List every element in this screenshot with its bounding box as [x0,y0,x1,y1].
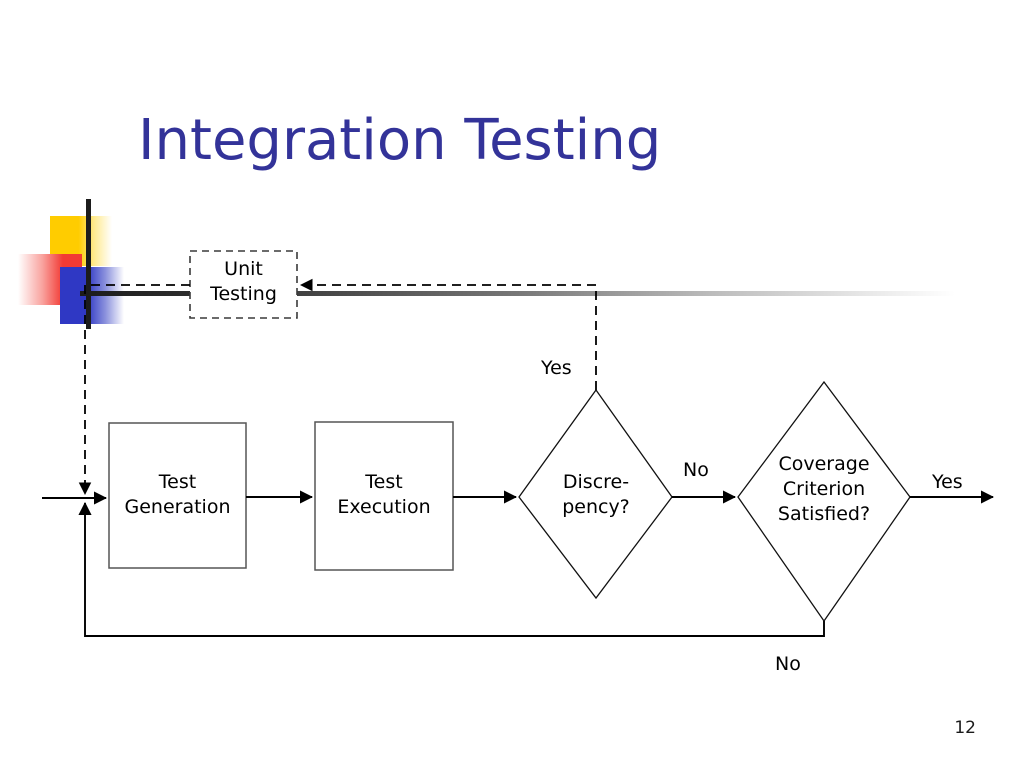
node-coverage-decision[interactable] [737,380,911,623]
edge-label-coverage-no: No [775,653,801,675]
node-test-execution[interactable] [314,421,454,571]
node-discrepency-decision[interactable] [518,388,673,600]
node-test-generation[interactable] [108,422,247,569]
edge-label-coverage-yes: Yes [932,471,963,493]
page-title: Integration Testing [138,108,662,173]
edge-discrepency-yes-to-unit-testing [299,278,597,390]
edge-label-discrepency-no: No [683,459,709,481]
edge-unit-testing-to-generation [78,284,190,496]
node-unit-testing[interactable] [189,250,298,319]
edge-coverage-no-feedback [78,501,825,637]
edge-label-discrepency-yes: Yes [541,357,572,379]
page-number: 12 [954,718,976,738]
